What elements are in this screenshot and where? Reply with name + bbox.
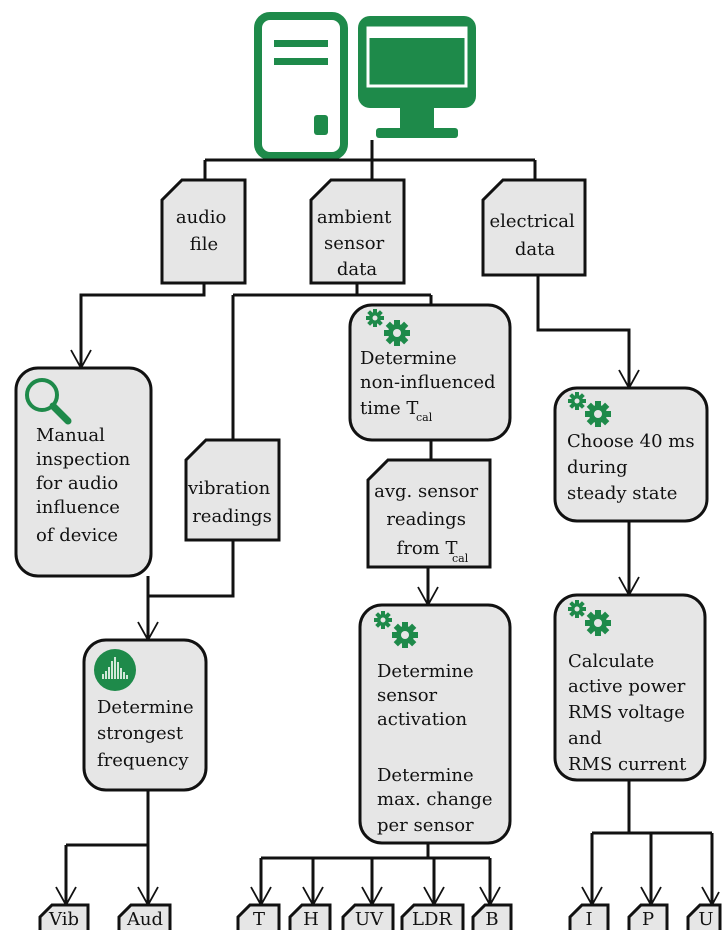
determine-activation-node: Determine sensor activation Determine ma… bbox=[358, 603, 512, 845]
svg-text:H: H bbox=[303, 909, 319, 930]
level2-connectors bbox=[70, 275, 640, 440]
desktop-tower-icon bbox=[254, 12, 348, 160]
output-p: P bbox=[627, 903, 669, 930]
determine-strongest-label: Determine strongest frequency bbox=[97, 697, 199, 771]
svg-text:T: T bbox=[253, 909, 265, 930]
determine-activation-label: Determine sensor activation Determine ma… bbox=[377, 661, 498, 836]
electrical-data-label: electrical data bbox=[489, 211, 580, 260]
calculate-power-node: Calculate active power RMS voltage and R… bbox=[553, 593, 707, 782]
vibration-readings-label: vibration readings bbox=[187, 478, 276, 527]
calculate-power-label: Calculate active power RMS voltage and R… bbox=[568, 651, 691, 775]
output-b: B bbox=[471, 903, 513, 930]
determine-non-influenced-label: Determine non-influenced time T bbox=[360, 348, 501, 419]
ambient-sensor-data-node: ambient sensor data bbox=[309, 178, 406, 285]
svg-text:P: P bbox=[642, 909, 654, 930]
top-connectors bbox=[203, 140, 537, 180]
audio-file-node: audio file bbox=[160, 178, 247, 285]
svg-text:Aud: Aud bbox=[126, 909, 163, 930]
manual-inspection-node: Manual inspection for audio influence of… bbox=[14, 366, 153, 578]
svg-text:I: I bbox=[585, 909, 592, 930]
output-h: H bbox=[288, 903, 332, 930]
choose-40ms-node: Choose 40 ms during steady state bbox=[553, 386, 709, 523]
audio-spectrum-icon bbox=[94, 649, 136, 691]
svg-text:U: U bbox=[698, 909, 713, 930]
output-u: U bbox=[686, 903, 722, 930]
output-t: T bbox=[236, 903, 281, 930]
avg-sensor-readings-label: avg. sensor readings from T bbox=[374, 481, 484, 559]
output-connectors bbox=[55, 780, 720, 907]
electrical-data-node: electrical data bbox=[481, 178, 587, 277]
output-vib: Vib bbox=[38, 903, 90, 930]
determine-strongest-node: Determine strongest frequency bbox=[82, 638, 208, 792]
output-uv: UV bbox=[341, 903, 395, 930]
avg-sensor-readings-node: avg. sensor readings from T cal bbox=[366, 458, 492, 569]
choose-40ms-label: Choose 40 ms during steady state bbox=[567, 431, 700, 504]
vibration-readings-node: vibration readings bbox=[184, 438, 281, 542]
magnifier-icon bbox=[25, 378, 72, 425]
manual-inspection-label: Manual inspection for audio influence of… bbox=[36, 425, 136, 546]
audio-file-label: audio file bbox=[176, 207, 232, 255]
svg-text:UV: UV bbox=[355, 909, 384, 930]
tcal-subscript-2: cal bbox=[452, 552, 469, 565]
output-ldr: LDR bbox=[400, 903, 465, 930]
output-i: I bbox=[568, 903, 610, 930]
monitor-icon bbox=[358, 16, 476, 138]
determine-non-influenced-node: Determine non-influenced time T cal bbox=[348, 303, 512, 442]
ambient-sensor-data-label: ambient sensor data bbox=[317, 207, 397, 280]
svg-text:LDR: LDR bbox=[412, 909, 452, 930]
tcal-subscript: cal bbox=[416, 411, 433, 424]
svg-text:B: B bbox=[485, 909, 498, 930]
output-aud: Aud bbox=[117, 903, 172, 930]
svg-text:Vib: Vib bbox=[48, 909, 79, 930]
